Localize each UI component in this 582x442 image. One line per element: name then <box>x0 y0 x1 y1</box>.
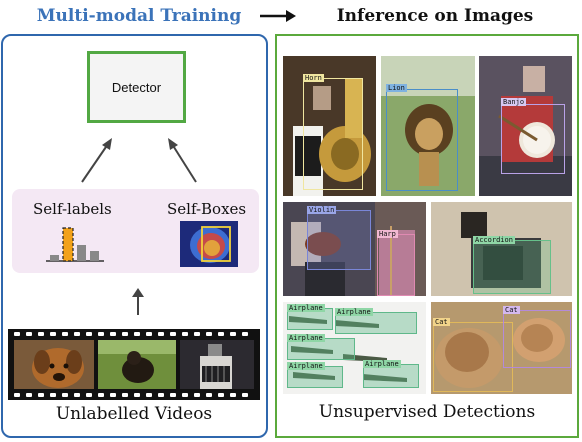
detection-label-airplane: Airplane <box>287 334 325 342</box>
detection-box-horn <box>303 78 363 190</box>
detection-label-cat: Cat <box>433 318 450 326</box>
detection-label-airplane: Airplane <box>363 360 401 368</box>
detector-box: Detector <box>87 51 186 123</box>
arrow-up-icon <box>132 288 144 315</box>
detection-box-banjo <box>501 104 565 174</box>
detection-box-violin <box>307 210 371 270</box>
detection-label-violin: Violin <box>307 206 337 214</box>
image-violin-harp: Violin Harp <box>283 202 426 296</box>
detection-box-harp <box>377 234 415 296</box>
image-accordion: Accordion <box>431 202 572 296</box>
detection-box-accordion <box>473 240 551 294</box>
detection-label-accordion: Accordion <box>473 236 515 244</box>
self-labels-histogram <box>46 227 104 262</box>
video-frame-accordion <box>180 340 254 389</box>
self-boxes-heatmap <box>180 221 238 267</box>
image-lion: Lion <box>381 56 475 196</box>
arrows-to-detector <box>81 138 197 183</box>
detection-label-airplane: Airplane <box>287 304 325 312</box>
image-airplanes: Airplane Airplane Airplane Airplane Airp… <box>283 302 426 394</box>
histogram-bar <box>90 251 99 261</box>
detection-label-airplane: Airplane <box>287 362 325 370</box>
detection-label-lion: Lion <box>386 84 407 92</box>
videos-caption: Unlabelled Videos <box>55 404 213 424</box>
detection-box-cat <box>503 310 571 368</box>
histogram-bar-highlight <box>62 227 74 262</box>
arrow-up-icon <box>168 138 197 183</box>
detection-label-banjo: Banjo <box>501 98 527 106</box>
arrow-up-icon <box>81 138 112 183</box>
histogram-bar <box>77 245 86 261</box>
training-panel <box>1 34 268 438</box>
detection-box-airplane <box>335 312 417 334</box>
detection-box-cat <box>433 322 513 392</box>
detection-label-cat: Cat <box>503 306 520 314</box>
video-frame-chimp <box>98 340 176 389</box>
image-banjo: Banjo <box>479 56 572 196</box>
image-horn: Horn <box>283 56 376 196</box>
image-cats: Cat Cat <box>431 302 572 394</box>
arrow-right-icon <box>260 10 296 22</box>
detection-label-harp: Harp <box>377 230 398 238</box>
detection-label-horn: Horn <box>303 74 324 82</box>
self-labels-label: Self-labels <box>33 200 112 218</box>
training-title: Multi-modal Training <box>36 6 242 26</box>
inference-panel <box>275 34 579 438</box>
histogram-bar <box>50 255 59 261</box>
detection-label-airplane: Airplane <box>335 308 373 316</box>
detection-box-lion <box>386 89 458 191</box>
video-filmstrip <box>8 329 260 400</box>
inference-title: Inference on Images <box>336 6 534 26</box>
video-frame-dog <box>14 340 94 389</box>
self-boxes-label: Self-Boxes <box>167 200 247 218</box>
detections-caption: Unsupervised Detections <box>318 402 536 422</box>
detector-label: Detector <box>111 79 162 95</box>
